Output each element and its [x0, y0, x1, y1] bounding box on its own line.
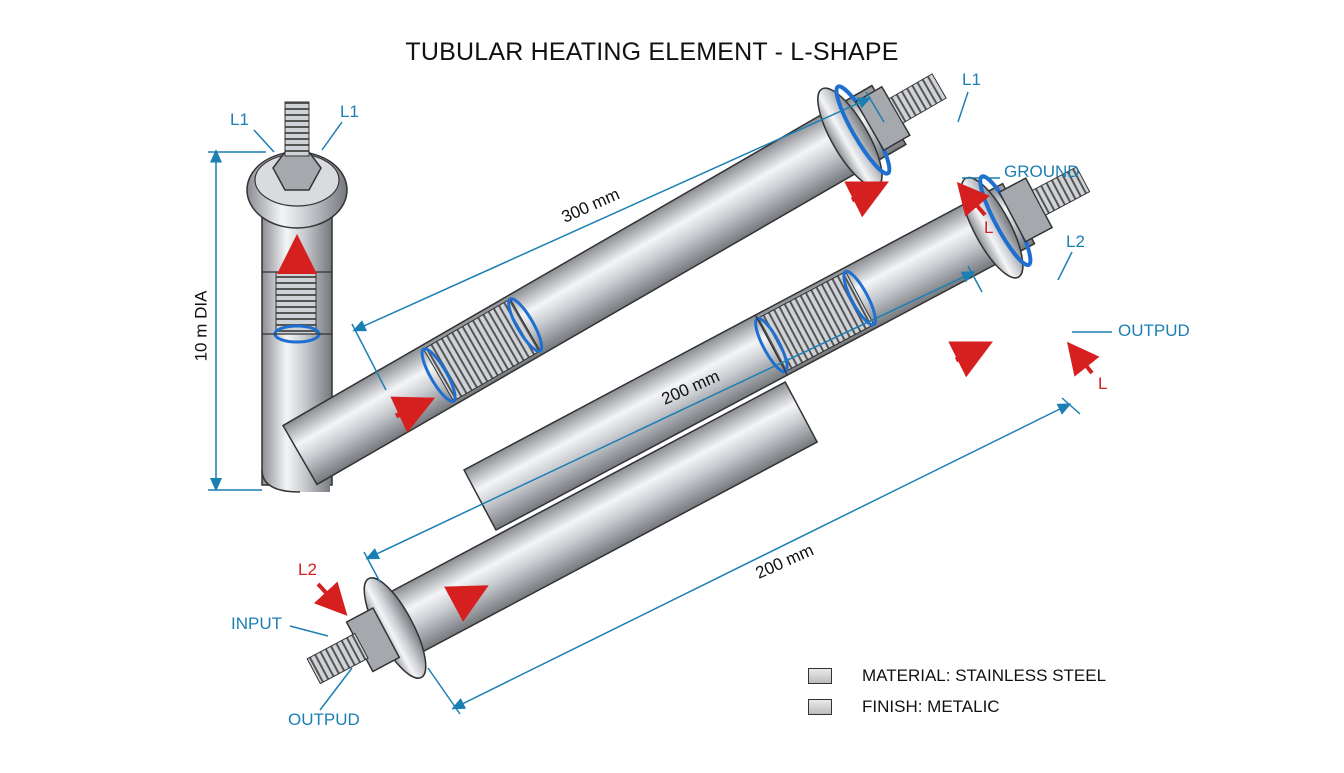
label-input: INPUT [231, 614, 282, 633]
label-outpud-lower-left: OUTPUD [288, 710, 360, 729]
label-ground: GROUND [1004, 162, 1080, 181]
legend-row-finish: FINISH: METALIC [808, 697, 1000, 717]
diagram-title: TUBULAR HEATING ELEMENT - L-SHAPE [405, 38, 899, 66]
legend-swatch [808, 668, 832, 684]
label-l1-far-right: L1 [962, 70, 981, 89]
label-l2-lower-left: L2 [298, 560, 317, 579]
legend-text-finish: FINISH: METALIC [862, 697, 1000, 716]
label-l-lower-right: L [1098, 374, 1108, 393]
label-l1-top-right: L1 [340, 102, 359, 121]
label-l1-top-left: L1 [230, 110, 249, 129]
label-outpud-right: OUTPUD [1118, 321, 1190, 340]
label-l-upper-right: L [984, 218, 994, 237]
legend-swatch [808, 699, 832, 715]
dimension-diameter: 10 m DIA [191, 290, 211, 362]
label-l2-right: L2 [1066, 232, 1085, 251]
dimension-lines [208, 91, 1112, 715]
legend-row-material: MATERIAL: STAINLESS STEEL [808, 666, 1106, 686]
legend-text-material: MATERIAL: STAINLESS STEEL [862, 666, 1107, 685]
